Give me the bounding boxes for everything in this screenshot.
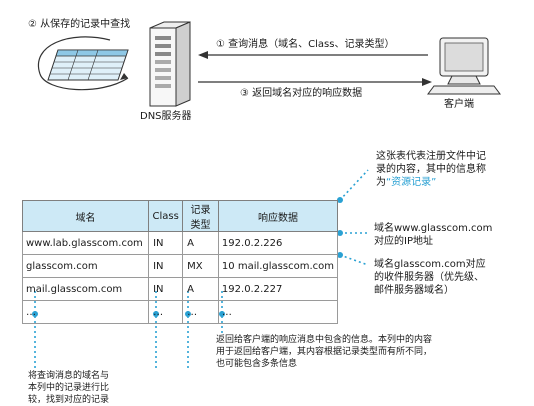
note-line: 邮件服务器域名） (374, 285, 454, 296)
step3-label: ③ 返回域名对应的响应数据 (240, 88, 363, 99)
cell-class: … (148, 300, 184, 324)
cell-type: … (182, 300, 219, 324)
cell-type: MX (182, 254, 219, 278)
note-line: 的收件服务器（优先级、 (374, 272, 484, 283)
dns-server-label: DNS服务器 (140, 111, 192, 122)
col-header-response: 响应数据 (217, 200, 339, 232)
col-header-domain: 域名 (21, 200, 150, 232)
step1-label: ① 查询消息（域名、Class、记录类型） (216, 39, 395, 50)
dns-record-table: 域名 Class 记录类型 响应数据 www.lab.glasscom.com … (21, 200, 339, 324)
note-line: 将查询消息的域名与 (28, 371, 110, 381)
note-line: 也可能包含多条信息 (216, 359, 298, 369)
response-column-note: 返回给客户端的响应消息中包含的信息。本列中的内容 用于返回给客户端，其内容根据记… (216, 334, 432, 370)
cell-domain: www.lab.glasscom.com (21, 231, 150, 255)
note-line: 为“资源记录” (376, 176, 486, 189)
lookup-arrow (37, 36, 111, 75)
cell-type: A (182, 277, 219, 301)
cell-class: IN (148, 254, 184, 278)
cell-response: 192.0.2.227 (217, 277, 339, 301)
table-row: glasscom.com IN MX 10 mail.glasscom.com (21, 254, 339, 278)
cell-domain: … (21, 300, 150, 324)
cell-domain: glasscom.com (21, 254, 150, 278)
note-line: 对应的IP地址 (374, 236, 433, 247)
note-line: 这张表代表注册文件中记 (376, 151, 486, 162)
cell-class: IN (148, 277, 184, 301)
note-line: 较，找到对应的记录 (28, 395, 110, 405)
note-line: 用于返回给客户端，其内容根据记录类型而有所不同， (216, 347, 433, 357)
resource-record-note: 这张表代表注册文件中记 录的内容，其中的信息称 为“资源记录” (376, 150, 486, 189)
step2-label: ② 从保存的记录中查找 (28, 19, 131, 30)
cell-response: 10 mail.glasscom.com (217, 254, 339, 278)
table-row: www.lab.glasscom.com IN A 192.0.2.226 (21, 231, 339, 255)
note-line: 域名www.glasscom.com (374, 223, 493, 234)
client-label: 客户端 (444, 99, 474, 110)
note-line: 本列中的记录进行比 (28, 383, 110, 393)
resource-record-term: “资源记录” (386, 177, 437, 188)
col-header-type: 记录类型 (182, 200, 219, 232)
note-line: 返回给客户端的响应消息中包含的信息。本列中的内容 (216, 335, 433, 345)
cell-type: A (182, 231, 219, 255)
cell-domain: mail.glasscom.com (21, 277, 150, 301)
records-table-icon (47, 49, 129, 81)
row1-note: 域名www.glasscom.com 对应的IP地址 (374, 222, 492, 248)
table-header-row: 域名 Class 记录类型 响应数据 (21, 200, 339, 232)
cell-class: IN (148, 231, 184, 255)
cell-response: 192.0.2.226 (217, 231, 339, 255)
table-row: mail.glasscom.com IN A 192.0.2.227 (21, 277, 339, 301)
row2-note: 域名glasscom.com对应 的收件服务器（优先级、 邮件服务器域名） (374, 258, 486, 297)
note-text: 为 (376, 177, 386, 188)
client-computer-icon (427, 37, 501, 95)
domain-column-note: 将查询消息的域名与 本列中的记录进行比 较，找到对应的记录 (28, 370, 109, 406)
table-row: … … … … (21, 300, 339, 324)
note-line: 录的内容，其中的信息称 (376, 164, 486, 175)
dns-server-icon (149, 21, 191, 107)
col-header-class: Class (148, 200, 184, 232)
note-line: 域名glasscom.com对应 (374, 259, 486, 270)
cell-response: … (217, 300, 339, 324)
